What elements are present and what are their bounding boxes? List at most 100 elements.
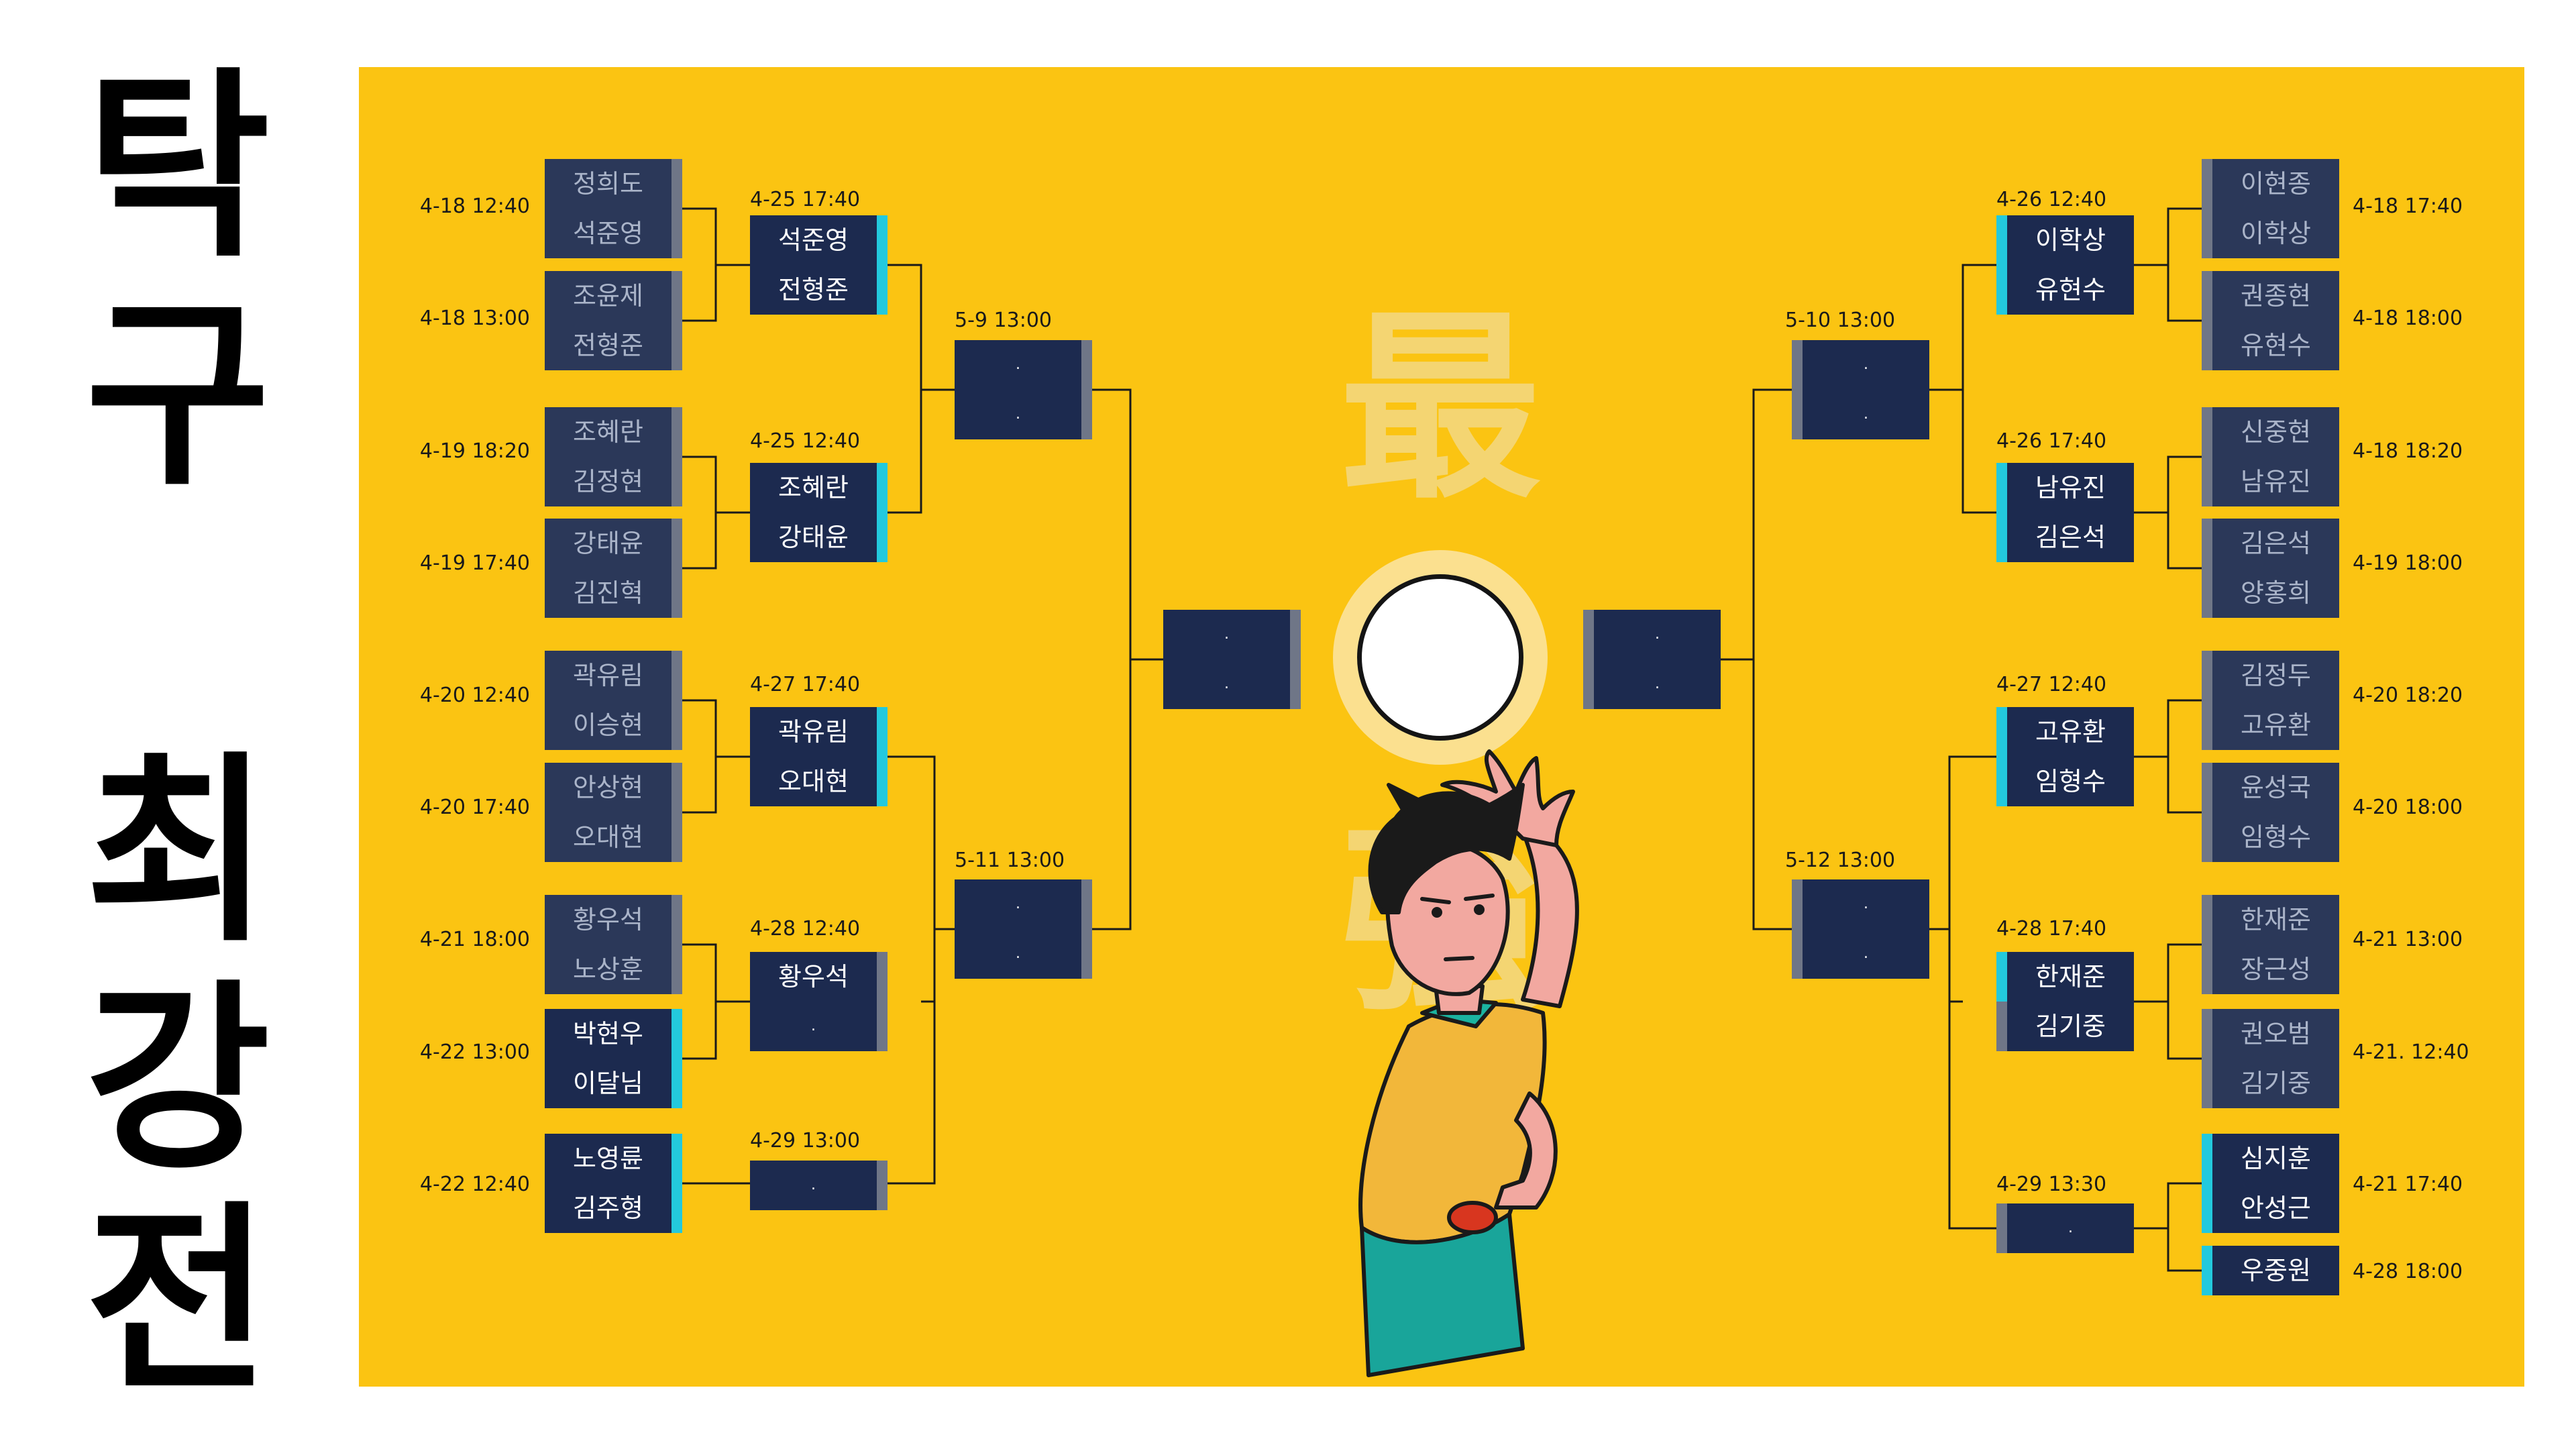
player-box[interactable]: 심지훈 <box>2202 1134 2339 1183</box>
player-box[interactable]: 전형준 <box>545 321 682 370</box>
player-box[interactable]: 유현수 <box>2202 321 2339 370</box>
player-box[interactable]: . <box>1792 929 1929 979</box>
player-box[interactable]: 김은석 <box>2202 519 2339 568</box>
match-time: 4-25 12:40 <box>750 429 861 453</box>
player-box[interactable]: 석준영 <box>545 209 682 258</box>
player-box[interactable]: 조혜란 <box>750 463 888 513</box>
title-char-3: 최 <box>85 735 270 969</box>
match-time: 4-22 12:40 <box>419 1173 530 1196</box>
player-box[interactable]: 한재준 <box>2202 895 2339 945</box>
title-char-5: 전 <box>85 1184 270 1418</box>
player-box[interactable]: 김은석 <box>1996 513 2134 562</box>
player-box[interactable]: 권종현 <box>2202 271 2339 321</box>
match-time: 4-27 12:40 <box>1996 673 2107 696</box>
player-box[interactable]: 곽유림 <box>750 707 888 757</box>
player-box[interactable]: 박현우 <box>545 1009 682 1059</box>
player-box[interactable]: . <box>750 1161 888 1210</box>
title-char-2: 구 <box>85 278 270 513</box>
player-box[interactable]: 조윤제 <box>545 271 682 321</box>
player-box[interactable]: 우중원 <box>2202 1246 2339 1295</box>
player-box[interactable]: 고유환 <box>2202 700 2339 750</box>
match-time: 4-20 17:40 <box>419 796 530 819</box>
match-time: 4-26 12:40 <box>1996 188 2107 211</box>
player-box[interactable]: 조혜란 <box>545 407 682 457</box>
player-box[interactable]: 김진혁 <box>545 568 682 618</box>
player-box[interactable]: 윤성국 <box>2202 763 2339 812</box>
player-box[interactable]: 안상현 <box>545 763 682 812</box>
player-box[interactable]: 전형준 <box>750 265 888 315</box>
player-box[interactable]: 이학상 <box>1996 215 2134 265</box>
match-time: 4-19 18:00 <box>2353 551 2463 575</box>
match-time: 4-28 12:40 <box>750 917 861 941</box>
player-box[interactable]: 남유진 <box>1996 463 2134 513</box>
match-time: 4-20 12:40 <box>419 684 530 707</box>
match-time: 4-18 18:20 <box>2353 439 2463 463</box>
player-box[interactable]: 유현수 <box>1996 265 2134 315</box>
player-box[interactable]: 김정두 <box>2202 651 2339 700</box>
player-box[interactable]: 정희도 <box>545 159 682 209</box>
match-time: 4-20 18:20 <box>2353 684 2463 707</box>
match-time: 4-20 18:00 <box>2353 796 2463 819</box>
trophy-ball <box>1357 574 1523 741</box>
player-box[interactable]: 오대현 <box>545 812 682 862</box>
match-time: 4-27 17:40 <box>750 673 861 696</box>
player-box[interactable]: . <box>955 340 1092 390</box>
player-box[interactable]: 강태윤 <box>545 519 682 568</box>
player-illustration <box>1358 749 1579 1377</box>
match-time: 4-22 13:00 <box>419 1040 530 1064</box>
player-box[interactable]: 고유환 <box>1996 707 2134 757</box>
player-box[interactable]: 오대현 <box>750 757 888 806</box>
player-box[interactable]: 이학상 <box>2202 209 2339 258</box>
player-box[interactable]: 남유진 <box>2202 457 2339 506</box>
player-box[interactable]: . <box>955 879 1092 929</box>
match-time: 4-21. 12:40 <box>2353 1040 2469 1064</box>
player-box[interactable]: 김기중 <box>1996 1002 2134 1051</box>
player-box[interactable]: 이승현 <box>545 700 682 750</box>
player-box[interactable]: . <box>1583 610 1721 659</box>
player-box[interactable]: . <box>1792 340 1929 390</box>
player-box[interactable]: 노영륜 <box>545 1134 682 1183</box>
player-box[interactable]: 신중현 <box>2202 407 2339 457</box>
player-box[interactable]: 강태윤 <box>750 513 888 562</box>
match-time: 4-29 13:30 <box>1996 1173 2107 1196</box>
player-box[interactable]: 이현종 <box>2202 159 2339 209</box>
match-time: 4-19 17:40 <box>419 551 530 575</box>
player-box[interactable]: 권오범 <box>2202 1009 2339 1059</box>
player-box[interactable]: . <box>955 390 1092 439</box>
player-box[interactable]: 이달님 <box>545 1059 682 1108</box>
player-box[interactable]: 임형수 <box>2202 812 2339 862</box>
match-time: 4-18 18:00 <box>2353 307 2463 330</box>
player-box[interactable]: 황우석 <box>545 895 682 945</box>
player-box[interactable]: . <box>1792 390 1929 439</box>
player-box[interactable]: 김기중 <box>2202 1059 2339 1108</box>
player-box[interactable]: 안성근 <box>2202 1183 2339 1233</box>
player-box[interactable]: . <box>1163 659 1301 709</box>
match-time: 4-25 17:40 <box>750 188 861 211</box>
title-char-4: 강 <box>85 963 270 1197</box>
player-box[interactable]: 장근성 <box>2202 945 2339 994</box>
match-time: 5-9 13:00 <box>955 309 1052 332</box>
player-box[interactable]: 석준영 <box>750 215 888 265</box>
match-time: 4-28 17:40 <box>1996 917 2107 941</box>
player-box[interactable]: . <box>1792 879 1929 929</box>
player-box[interactable]: 노상훈 <box>545 945 682 994</box>
player-box[interactable]: 곽유림 <box>545 651 682 700</box>
player-box[interactable]: 한재준 <box>1996 952 2134 1002</box>
player-box[interactable]: 임형수 <box>1996 757 2134 806</box>
match-time: 4-18 17:40 <box>2353 195 2463 218</box>
player-box[interactable]: . <box>955 929 1092 979</box>
player-box[interactable]: 김주형 <box>545 1183 682 1233</box>
player-box[interactable]: 황우석 <box>750 952 888 1002</box>
match-time: 4-28 18:00 <box>2353 1260 2463 1283</box>
match-time: 4-26 17:40 <box>1996 429 2107 453</box>
player-box[interactable]: . <box>1583 659 1721 709</box>
match-time: 4-21 13:00 <box>2353 928 2463 951</box>
player-box[interactable]: 김정현 <box>545 457 682 506</box>
player-box[interactable]: . <box>1163 610 1301 659</box>
player-box[interactable]: 양홍희 <box>2202 568 2339 618</box>
player-box[interactable]: . <box>1996 1203 2134 1253</box>
match-time: 4-21 18:00 <box>419 928 530 951</box>
match-time: 4-19 18:20 <box>419 439 530 463</box>
player-box[interactable]: . <box>750 1002 888 1051</box>
match-time: 5-10 13:00 <box>1785 309 1896 332</box>
